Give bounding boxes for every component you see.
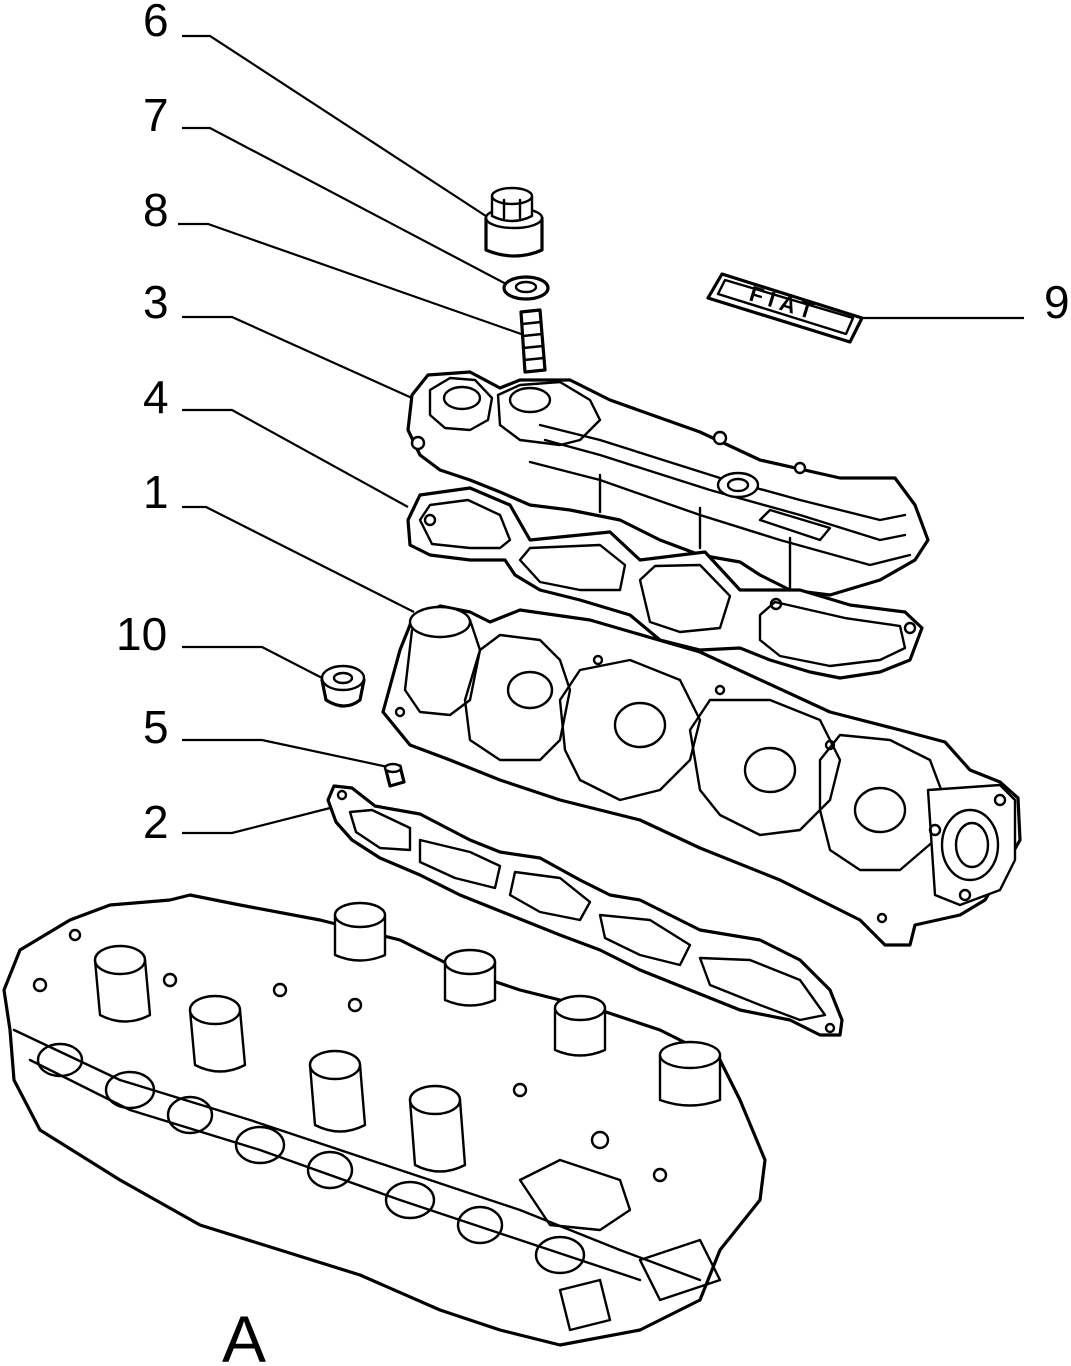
leader-4 [182, 408, 409, 508]
leader-5 [182, 738, 389, 769]
part-7-washer [502, 275, 550, 301]
leader-2 [182, 805, 335, 835]
cylinder-head [2, 893, 767, 1347]
leader-lines [178, 34, 1024, 835]
callout-6: 6 [143, 0, 169, 46]
part-2-lower-gasket [326, 784, 844, 1037]
part-3-cam-cover [406, 370, 930, 597]
callout-1: 1 [143, 466, 169, 518]
callout-5: 5 [143, 701, 169, 753]
part-8-stud [519, 308, 547, 374]
part-1-cam-housing [381, 604, 1022, 947]
leader-1 [182, 505, 415, 613]
part-5-dowel [383, 762, 406, 788]
tappet-row-back [333, 901, 722, 1107]
leader-3 [182, 315, 413, 400]
callout-3: 3 [143, 276, 169, 328]
callout-4: 4 [143, 371, 169, 423]
callout-8: 8 [143, 184, 169, 236]
leader-8 [178, 222, 525, 337]
part-9-fiat-badge: FIAT [706, 272, 864, 344]
callout-10: 10 [116, 608, 167, 660]
callout-7: 7 [143, 89, 169, 141]
leader-7 [182, 126, 511, 287]
leader-6 [182, 34, 493, 221]
leader-10 [182, 645, 327, 681]
callout-9: 9 [1044, 276, 1070, 328]
view-letter: A [222, 1302, 266, 1366]
part-4-cover-gasket [406, 486, 924, 680]
part-6-oil-filler-cap [484, 186, 544, 258]
tappet-row-front [93, 944, 467, 1173]
part-10-plug [320, 664, 366, 708]
callout-2: 2 [143, 796, 169, 848]
